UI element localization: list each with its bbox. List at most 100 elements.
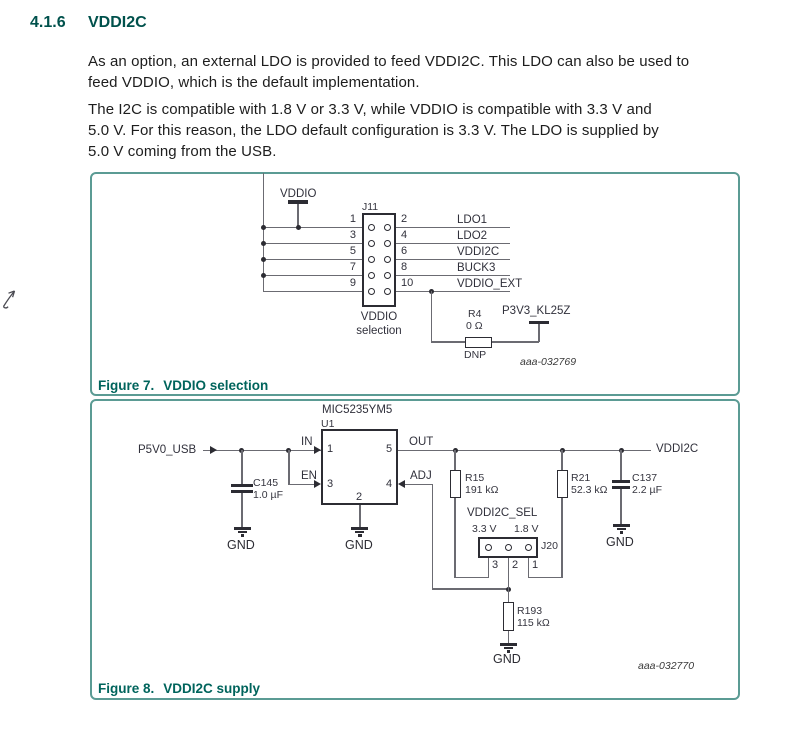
figure8-caption-label: Figure 8. (98, 681, 155, 696)
capacitor-ref: C145 (253, 477, 279, 489)
drawing-id: aaa-032769 (520, 356, 577, 368)
pin-circle (384, 287, 391, 295)
wire (487, 558, 489, 577)
capacitor-value: 2.2 µF (632, 484, 662, 496)
wire (396, 274, 510, 276)
wire (396, 258, 510, 260)
wire (263, 226, 362, 228)
pin-circle (384, 271, 391, 279)
gnd-icon (355, 530, 364, 533)
pin-number: 4 (401, 229, 408, 241)
figure7-frame (90, 172, 740, 396)
wire (507, 589, 509, 602)
power-bar-icon (288, 200, 308, 204)
pin-number: 8 (401, 261, 408, 273)
pin-circle (368, 239, 375, 247)
gnd-icon (351, 527, 368, 530)
ic-body (321, 429, 398, 505)
junction-dot (295, 224, 301, 230)
capacitor-plate (231, 484, 253, 487)
capacitor-ref: C137 (632, 472, 658, 484)
pin-number: 1 (349, 213, 356, 225)
connector-label: VDDIO (360, 311, 398, 323)
junction-dot (260, 240, 266, 246)
drawing-id: aaa-032770 (638, 660, 695, 672)
wire (561, 450, 563, 470)
wire (263, 242, 362, 244)
gnd-icon (240, 534, 244, 537)
wire (396, 226, 510, 228)
wire (527, 558, 529, 577)
net-label: VDDI2C (457, 245, 500, 258)
capacitor-plate (612, 486, 630, 489)
wire (492, 341, 539, 343)
net-label: VDDI2C (656, 443, 699, 455)
net-label: P5V0_USB (138, 444, 197, 456)
ic-ref: U1 (321, 418, 335, 430)
junction-dot (260, 272, 266, 278)
capacitor-value: 1.0 µF (253, 489, 283, 501)
pin-circle (384, 223, 391, 231)
pin-number: 10 (401, 277, 414, 289)
ic-pin-label: ADJ (410, 470, 432, 482)
connector-label: selection (356, 325, 402, 337)
pin-number: 9 (349, 277, 356, 289)
power-net-label: P3V3_KL25Z (502, 305, 571, 317)
wire (620, 489, 622, 524)
resistor-r15 (449, 470, 461, 498)
arrow-right-icon (314, 480, 321, 488)
voltage-option: 3.3 V (472, 523, 497, 535)
paragraph-line: 5.0 V coming from the USB. (88, 143, 277, 160)
wire (454, 576, 489, 578)
gnd-icon (616, 527, 626, 530)
pin-circle (368, 271, 375, 279)
net-label: LDO1 (457, 213, 488, 226)
wire (454, 498, 456, 578)
pin-number: 2 (512, 559, 519, 571)
arrow-left-icon (398, 480, 405, 488)
ic-pin-label: IN (301, 436, 313, 448)
gnd-icon (503, 646, 513, 649)
gnd-icon (358, 534, 362, 537)
wire (288, 450, 290, 484)
section-number: 4.1.6 (30, 14, 66, 31)
wire (396, 290, 510, 292)
gnd-icon (499, 643, 517, 646)
paragraph-line: The I2C is compatible with 1.8 V or 3.3 … (88, 101, 652, 118)
wire (431, 341, 465, 343)
voltage-option: 1.8 V (514, 523, 539, 535)
figure8-caption-title: VDDI2C supply (163, 681, 261, 696)
resistor-r21 (556, 470, 568, 498)
power-bar-icon (529, 320, 549, 324)
ic-pin-number: 4 (386, 478, 393, 490)
wire (203, 449, 321, 451)
pin-circle (504, 544, 512, 551)
paragraph-line: 5.0 V. For this reason, the LDO default … (88, 122, 659, 139)
wire (431, 484, 433, 589)
pin-circle (368, 255, 375, 263)
resistor-r193 (502, 602, 514, 631)
resistor-ref: R4 (468, 308, 482, 320)
resistor-r4 (465, 337, 492, 348)
wire (431, 588, 509, 590)
figure7-caption-label: Figure 7. (98, 378, 155, 393)
wire (561, 498, 563, 578)
wire (359, 505, 361, 527)
figure8-frame (90, 399, 740, 700)
resistor-ref: R15 (465, 472, 485, 484)
figure7-caption-title: VDDIO selection (163, 378, 269, 393)
wire (454, 450, 456, 470)
wire (528, 576, 562, 578)
wire (507, 558, 509, 589)
wire (620, 450, 622, 480)
gnd-icon (237, 530, 247, 533)
net-label: VDDIO_EXT (457, 277, 523, 290)
capacitor-plate (612, 480, 630, 483)
pin-circle (368, 287, 375, 295)
wire (263, 274, 362, 276)
resistor-value: 191 kΩ (465, 484, 499, 496)
ic-pin-number: 3 (327, 478, 334, 490)
arrow-right-icon (210, 446, 217, 454)
pin-circle (368, 223, 375, 231)
